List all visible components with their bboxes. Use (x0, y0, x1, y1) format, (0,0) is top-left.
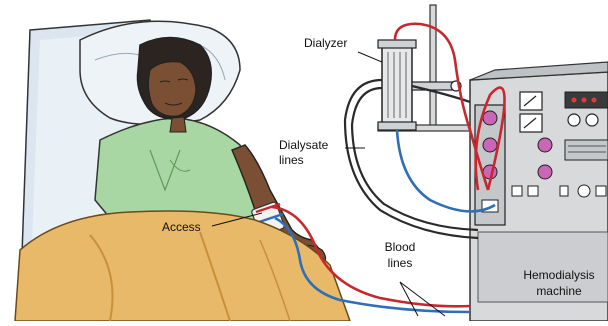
label-blood-lines-2: lines (372, 256, 428, 270)
label-access: Access (162, 220, 201, 234)
label-dialyzer: Dialyzer (304, 36, 347, 50)
hemodialysis-machine (470, 62, 608, 321)
dialyzer-icon (378, 40, 461, 130)
label-dialysate-lines-1: Dialysate (279, 138, 328, 152)
label-machine-1: Hemodialysis (510, 268, 608, 282)
label-dialysate-lines-2: lines (279, 153, 304, 167)
label-blood-lines-1: Blood (372, 240, 428, 254)
label-machine-2: machine (510, 284, 608, 298)
